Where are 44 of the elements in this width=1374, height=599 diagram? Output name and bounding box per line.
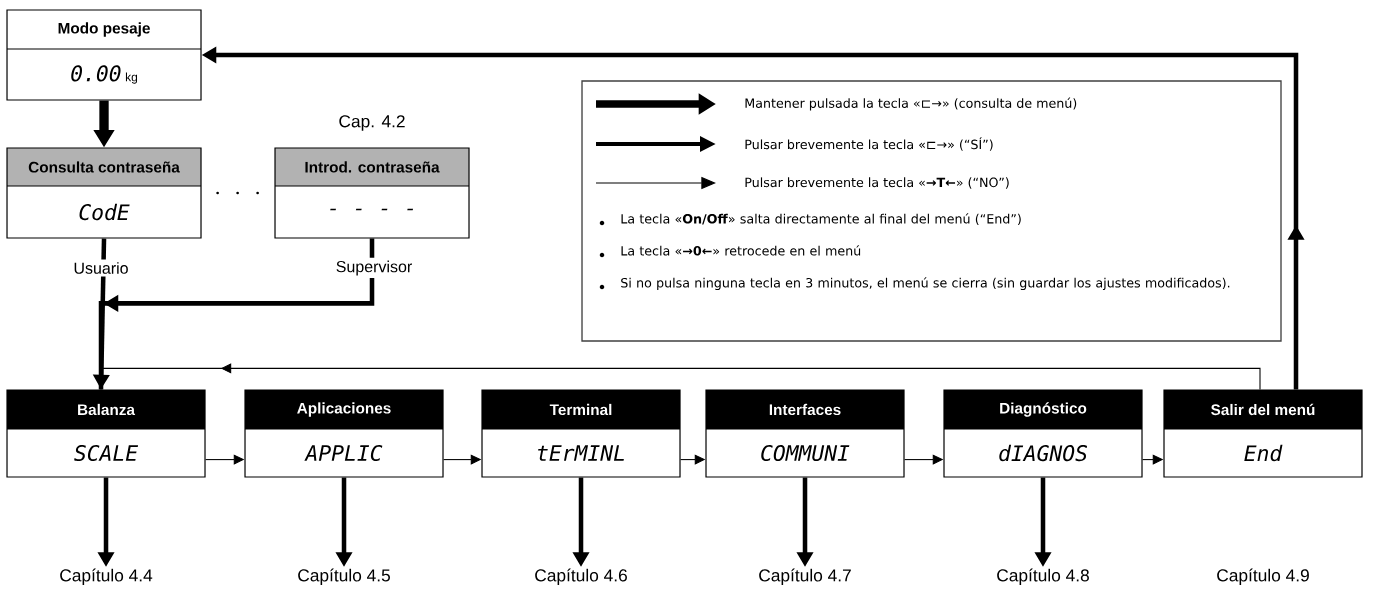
bullet-item: La tecla «→0←» retrocede en el menú (599, 245, 861, 258)
legend-text: Pulsar brevemente la tecla «⊏→» (“SÍ”) (745, 137, 993, 151)
header-text: Balanza (78, 403, 136, 416)
chapter-label: Capítulo 4.5 (298, 568, 390, 585)
menu-box (943, 389, 1143, 478)
edge-label: Supervisor (333, 257, 415, 279)
chapter-label: Capítulo 4.7 (759, 568, 851, 585)
menu-box (705, 389, 905, 478)
bullet-item: Si no pulsa ninguna tecla en 3 minutos, el menú se cierra (sin guardar los ajustes modificados). (599, 277, 1230, 291)
arrow (100, 363, 1261, 390)
chapter-label: Capítulo 4.9 (1217, 568, 1309, 585)
display-readout: SCALE (74, 444, 139, 462)
chapter-label: Capítulo 4.6 (535, 568, 627, 585)
arrow (98, 238, 375, 390)
menu-box (244, 389, 444, 478)
header-text: Terminal (549, 403, 612, 416)
chapter-label: Cap. 4.2 (339, 115, 405, 131)
edge-label: Usuario (70, 259, 132, 277)
header-text: Introd. contraseña (305, 161, 440, 173)
display-readout: End (1244, 444, 1283, 462)
menu-box (274, 147, 470, 239)
chapter-label: Capítulo 4.4 (60, 568, 153, 585)
display-readout: CodE (79, 203, 130, 221)
display-readout: 0.00 kg (71, 65, 138, 84)
legend-text: Mantener pulsada la tecla «⊏→» (consulta de menú) (745, 97, 1077, 111)
header-text: Interfaces (769, 403, 841, 416)
display-readout: - - - - (330, 208, 414, 211)
header-text: Modo pesaje (58, 22, 150, 37)
header-text: Aplicaciones (297, 402, 391, 417)
menu-box (6, 9, 202, 101)
header-text: Consulta contraseña (28, 161, 180, 173)
menu-box (481, 389, 681, 478)
menu-box (6, 389, 206, 478)
display-readout: COMMUNI (761, 444, 850, 462)
legend-text: Pulsar brevemente la tecla «→T←» (“NO”) (745, 177, 1009, 189)
chapter-label: Capítulo 4.8 (997, 568, 1089, 585)
menu-box (6, 147, 202, 239)
menu-box (1163, 389, 1363, 478)
header-text: Salir del menú (1211, 403, 1315, 416)
header-text: Diagnóstico (1000, 402, 1087, 417)
display-readout: tErMINL (538, 445, 624, 461)
display-readout: APPLIC (304, 444, 383, 462)
display-readout: dIAGNOS (999, 444, 1088, 462)
bullet-item: La tecla «On/Off» salta directamente al final del menú (“End”) (599, 213, 1021, 226)
